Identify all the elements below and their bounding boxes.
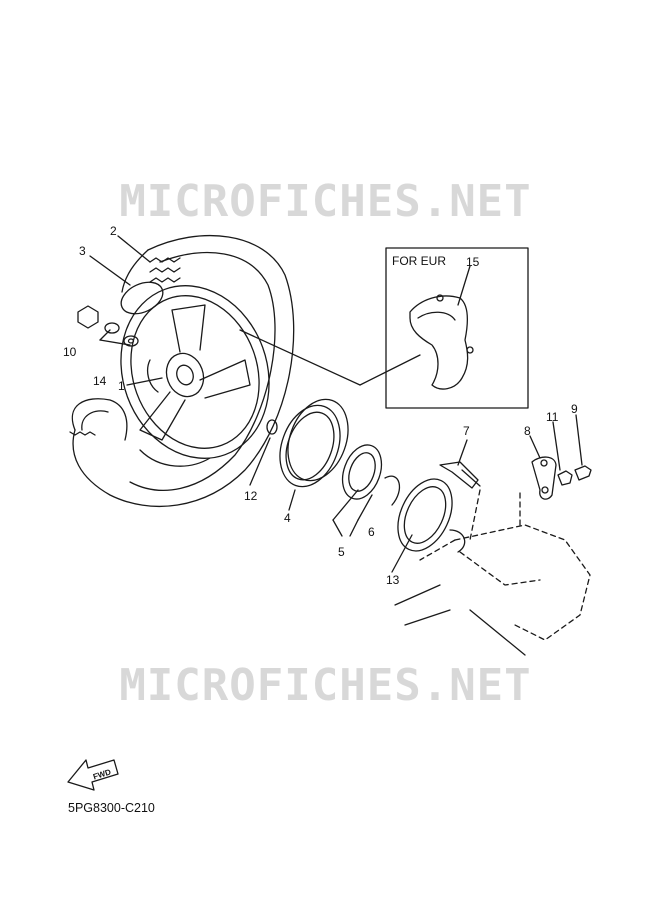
callout-15: 15 <box>466 255 480 269</box>
callout-8: 8 <box>524 424 531 438</box>
callout-13: 13 <box>386 573 400 587</box>
callout-9: 9 <box>571 402 578 416</box>
wheel-drawing <box>120 285 270 459</box>
callout-4: 4 <box>284 511 291 525</box>
callout-10: 10 <box>63 345 77 359</box>
callout-12: 12 <box>244 489 258 503</box>
callout-14: 14 <box>93 374 107 388</box>
tire-drawing <box>69 234 295 508</box>
fwd-arrow-icon <box>67 759 119 791</box>
callout-3: 3 <box>79 244 86 258</box>
inset-frame <box>385 247 529 409</box>
inset-label: FOR EUR <box>392 254 446 268</box>
callout-7: 7 <box>463 424 470 438</box>
callout-5: 5 <box>338 545 345 559</box>
callout-6: 6 <box>368 525 375 539</box>
callout-11: 11 <box>546 410 559 424</box>
callout-1: 1 <box>118 379 125 393</box>
guard-drawing <box>409 294 474 390</box>
callout-2: 2 <box>110 224 117 238</box>
diagram-code: 5PG8300-C210 <box>68 801 155 815</box>
